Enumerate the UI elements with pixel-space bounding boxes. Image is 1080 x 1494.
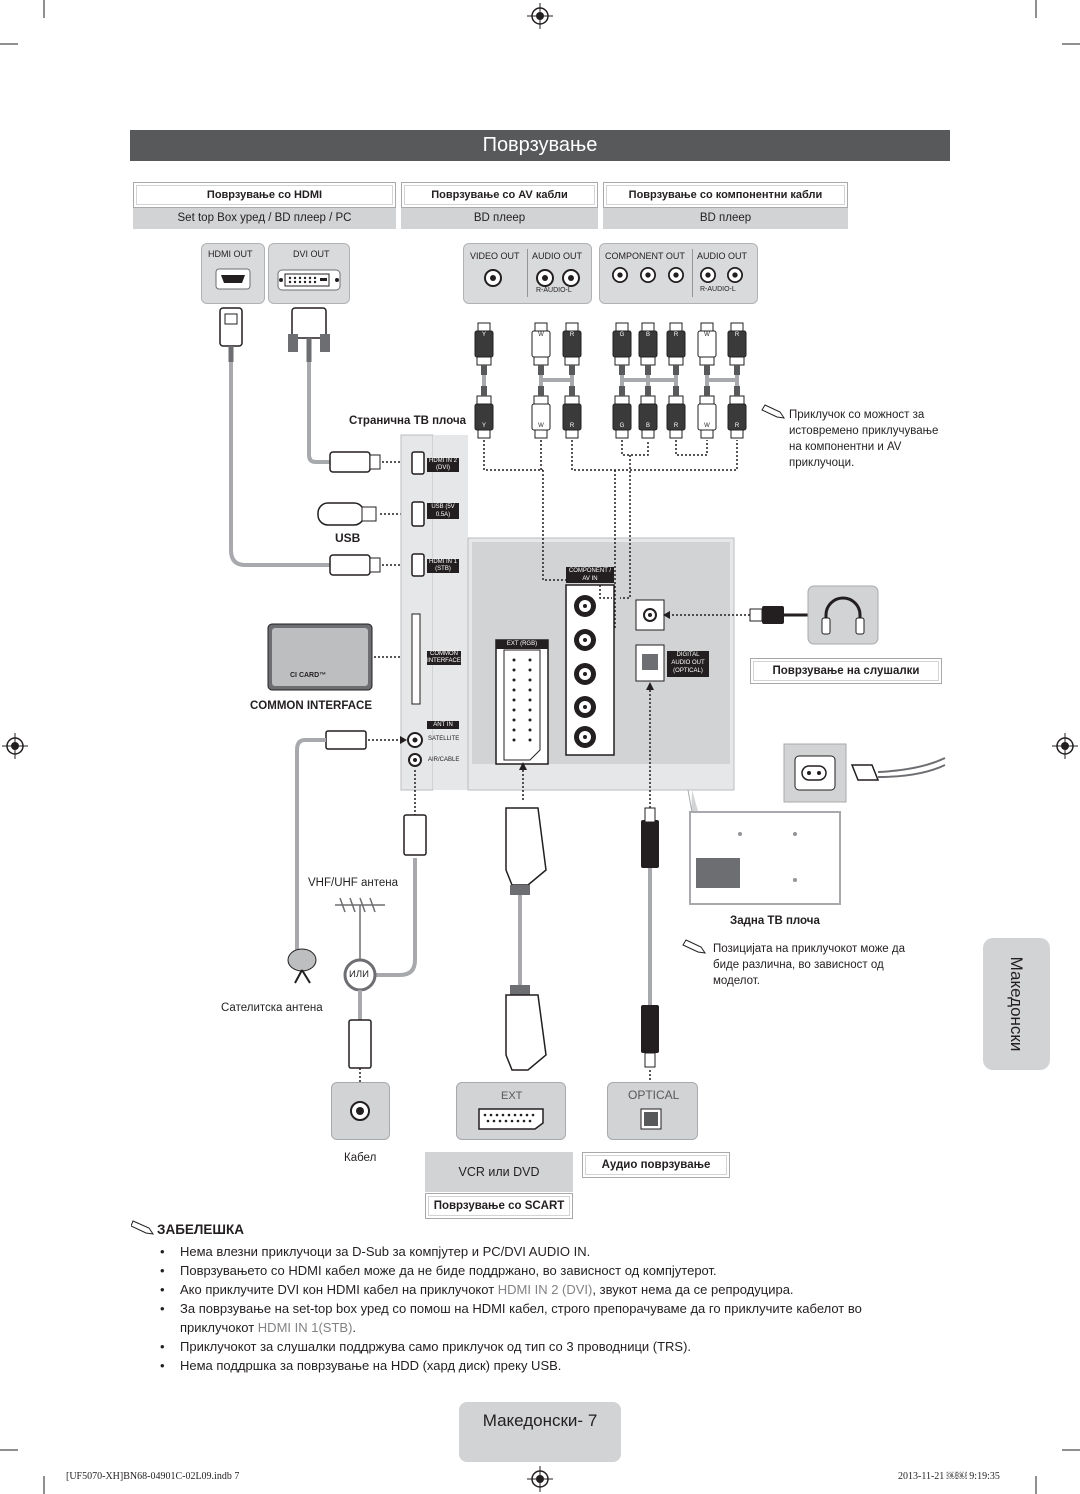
rca-jack-icon [727, 267, 743, 283]
av-out-panel: VIDEO OUT AUDIO OUT R-AUDIO-L [463, 243, 592, 304]
dvi-port-icon [277, 269, 341, 291]
rca-jack-icon [640, 267, 656, 283]
audio-connection-label: Аудио поврзување [582, 1152, 730, 1178]
list-item: Нема поддршка за поврзување на HDD (хард… [160, 1356, 920, 1375]
port-air-cable-label: AIR/CABLE [428, 757, 460, 763]
headphones-connection-label: Поврзување на слушалки [750, 658, 942, 684]
port-ext-rgb-label: EXT (RGB) [496, 640, 548, 649]
port-ci-label: COMMON INTERFACE [427, 651, 461, 665]
rca-jack-icon [562, 269, 580, 287]
plug-letter: R [570, 332, 575, 338]
r-audio-l-label-2: R-AUDIO-L [700, 286, 736, 293]
port-component-av-label: COMPONENT / AV IN [566, 567, 614, 583]
plug-letter: R [735, 423, 740, 429]
hdmi-port-icon [215, 268, 251, 290]
scart-port-icon [478, 1108, 544, 1130]
hdmi-out-panel: HDMI OUT [201, 243, 265, 304]
optical-label: OPTICAL [628, 1088, 680, 1102]
plug-letter: G [620, 423, 625, 429]
optical-box: OPTICAL [607, 1082, 698, 1140]
vcr-dvd-box: VCR или DVD [425, 1152, 573, 1192]
list-item: Нема влезни приклучоци за D-Sub за компј… [160, 1242, 920, 1261]
scart-connection-label: Поврзување со SCART [425, 1193, 573, 1219]
plug-letter: R [674, 332, 679, 338]
plug-letter: W [704, 423, 710, 429]
satellite-antenna-label: Сателитска антена [221, 1002, 323, 1014]
registration-mark-icon [527, 1466, 553, 1492]
common-interface-label: COMMON INTERFACE [250, 700, 373, 712]
dvi-out-label: DVI OUT [293, 249, 330, 259]
video-out-label: VIDEO OUT [470, 251, 520, 261]
audio-out-label: AUDIO OUT [532, 251, 583, 261]
or-label: ИЛИ [349, 969, 369, 980]
rear-panel-label: Задна ТВ плоча [730, 915, 820, 927]
cable-label: Кабел [344, 1152, 377, 1164]
plug-letter: R [674, 423, 679, 429]
rca-jack-icon [484, 269, 502, 287]
plug-letter: R [570, 423, 575, 429]
r-audio-l-label: R-AUDIO-L [536, 287, 572, 294]
language-side-tab: Македонски [983, 938, 1050, 1070]
registration-mark-icon [2, 733, 28, 759]
plug-letter: Y [482, 332, 486, 338]
source-hdmi: Set top Box уред / BD плеер / PC [133, 208, 396, 229]
footer-date: 2013-11-21 ￼￼ 9:19:35 [898, 1471, 1000, 1482]
notes-list: Нема влезни приклучоци за D-Sub за компј… [160, 1242, 920, 1375]
registration-mark-icon [527, 3, 553, 29]
footer-file: [UF5070-XH]BN68-04901C-02L09.indb 7 [66, 1471, 240, 1482]
plug-letter: B [646, 423, 650, 429]
plug-letter: B [646, 332, 650, 338]
port-hdmi1-label: HDMI IN 1 (STB) [427, 559, 459, 573]
pencil-icon [131, 1220, 155, 1235]
list-item: За поврзување на set-top box уред со пом… [160, 1299, 920, 1337]
page-title: Поврзување [130, 130, 950, 161]
coax-port-icon [350, 1101, 370, 1121]
plug-letter: R [735, 332, 740, 338]
vhf-uhf-label: VHF/UHF антена [308, 877, 399, 889]
plug-letter: G [620, 332, 625, 338]
port-satellite-label: SATELLITE [428, 736, 460, 742]
ext-box: EXT [456, 1082, 566, 1140]
source-av: BD плеер [401, 208, 598, 229]
side-panel-label: Странична ТВ плоча [349, 415, 467, 427]
component-out-label: COMPONENT OUT [605, 251, 685, 261]
page-number: Македонски- 7 [459, 1402, 621, 1462]
ext-label: EXT [501, 1090, 523, 1102]
ci-card-label: CI CARD™ [290, 672, 327, 679]
audio-out-label-2: AUDIO OUT [697, 251, 748, 261]
optical-port-icon [640, 1108, 662, 1130]
rca-jack-icon [612, 267, 628, 283]
note-simultaneous: Приклучок со можност за истовремено прик… [789, 409, 939, 469]
hdmi-out-label: HDMI OUT [208, 249, 253, 259]
header-component: Поврзување со компонентни кабли [603, 182, 848, 208]
plug-letter: W [538, 332, 544, 338]
source-component: BD плеер [603, 208, 848, 229]
rca-jack-icon [536, 269, 554, 287]
dvi-out-panel: DVI OUT [268, 243, 350, 304]
list-item: Ако приклучите DVI кон HDMI кабел на при… [160, 1280, 920, 1299]
port-usb-label: USB (5V 0.5A) [427, 503, 459, 519]
port-ant-in-label: ANT IN [427, 721, 459, 729]
plug-letter: Y [482, 423, 486, 429]
registration-mark-icon [1052, 733, 1078, 759]
list-item: Приклучокот за слушалки поддржува само п… [160, 1337, 920, 1356]
list-item: Поврзувањето со HDMI кабел може да не би… [160, 1261, 920, 1280]
cable-box [331, 1082, 390, 1140]
notes-title: ЗАБЕЛЕШКА [157, 1222, 244, 1237]
header-hdmi: Поврзување со HDMI [133, 182, 396, 208]
header-av: Поврзување со AV кабли [401, 182, 598, 208]
rca-jack-icon [700, 267, 716, 283]
note-position: Позицијата на приклучокот може да биде р… [713, 943, 905, 987]
port-digital-audio-label: DIGITAL AUDIO OUT (OPTICAL) [667, 651, 709, 677]
port-hdmi2-label: HDMI IN 2 (DVI) [427, 458, 459, 472]
plug-letter: W [538, 423, 544, 429]
usb-label: USB [335, 531, 361, 545]
plug-letter: W [704, 332, 710, 338]
rca-jack-icon [668, 267, 684, 283]
component-out-panel: COMPONENT OUT AUDIO OUT R-AUDIO-L [599, 243, 758, 304]
